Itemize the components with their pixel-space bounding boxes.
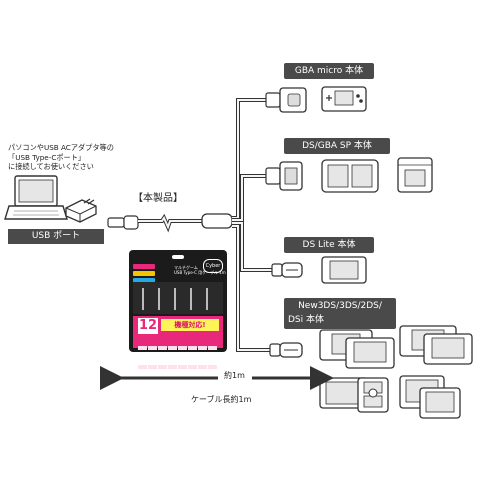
usb-port-label: USB ポート [8, 229, 104, 244]
instructions-line-2: 「USB Type-Cポート」 [8, 152, 86, 162]
main-cable [107, 213, 233, 233]
package-compat-text: 機種対応! [161, 319, 219, 331]
ds-lite-plug [271, 262, 303, 278]
package-title: マルチゲーム USB Type-C 用ケーブル 1m [174, 265, 226, 275]
ds-gba-sp-label: DS/GBA SP 本体 [284, 138, 390, 154]
branch-cables [232, 98, 272, 352]
package-tags [133, 264, 155, 285]
package-pink-panel: 12 機種対応! [133, 316, 223, 369]
length-label: 約1m [224, 371, 245, 380]
package-title-line-2: USB Type-C 用ケーブル 1m [174, 270, 226, 275]
ds-console-icon [321, 159, 379, 193]
3ds-family-label: New3DS/3DS/2DS/ DSi 本体 [284, 298, 396, 329]
3ds-console-icon [345, 337, 395, 369]
instructions-line-1: パソコンやUSB ACアダプタ等の [8, 143, 114, 152]
package-brand-logo: Cyber [203, 259, 223, 273]
gba-micro-plug [265, 87, 307, 113]
new-3ds-console-icon [423, 333, 473, 365]
cable-length-label: ケーブル長約1m [191, 395, 252, 404]
3ds-plug [269, 342, 303, 358]
2ds-console-icon [357, 377, 389, 413]
ac-adapter-icon [65, 198, 97, 223]
package-cable-window [133, 282, 223, 314]
product-package: マルチゲーム USB Type-C 用ケーブル 1m Cyber 12 機種対応… [129, 250, 227, 369]
gba-micro-console-icon [321, 86, 367, 112]
package-hang-hole [172, 255, 184, 259]
gba-micro-label: GBA micro 本体 [284, 63, 374, 79]
ds-lite-console-icon [321, 256, 367, 284]
3ds-family-label-line-2: DSi 本体 [288, 315, 325, 325]
ds-sp-plug [265, 161, 303, 191]
product-label: 【本製品】 [133, 193, 183, 204]
package-title-line-1: マルチゲーム [174, 265, 198, 270]
dsi-console-icon [319, 377, 369, 409]
gba-sp-console-icon [397, 157, 433, 193]
package-count: 12 [138, 318, 158, 334]
laptop-icon [4, 175, 68, 220]
instructions-line-3: に接続してお使いください [8, 162, 94, 172]
3ds-family-label-line-1: New3DS/3DS/2DS/ [298, 301, 382, 311]
connection-instructions: パソコンやUSB ACアダプタ等の 「USB Type-Cポート」 に接続してお… [8, 143, 158, 172]
ds-lite-label: DS Lite 本体 [284, 237, 374, 253]
package-model-grid [138, 336, 218, 374]
packaged-cables-icon [142, 288, 208, 310]
ds-console-small-icon [419, 387, 461, 419]
